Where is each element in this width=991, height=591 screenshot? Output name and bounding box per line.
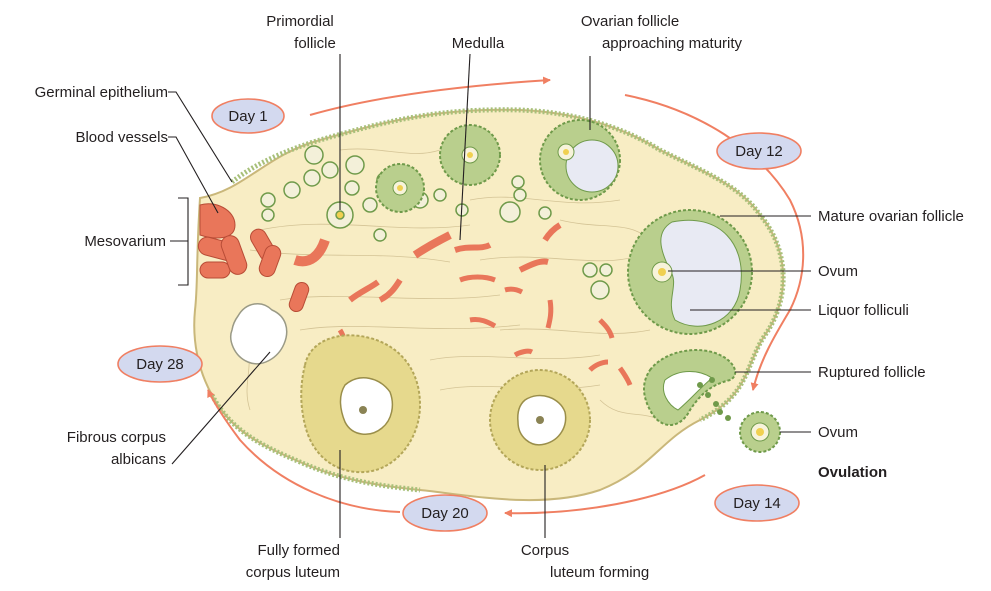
released-ovum	[740, 412, 780, 452]
ovulation-label: Ovulation	[818, 464, 887, 481]
day-1-label: Day 1	[228, 108, 267, 125]
ovum-label-1: Ovum	[818, 263, 858, 280]
primordial-follicle-label-1: Primordial	[266, 13, 334, 30]
germinal-epithelium-label: Germinal epithelium	[35, 84, 168, 101]
mature-ovarian-follicle	[628, 210, 752, 334]
corpus-forming-label-1: Corpus	[521, 542, 569, 559]
ruptured-follicle-label: Ruptured follicle	[818, 364, 926, 381]
ovum-label-2: Ovum	[818, 424, 858, 441]
day-20-badge: Day 20	[403, 495, 487, 531]
day-28-badge: Day 28	[118, 346, 202, 382]
liquor-folliculi-label: Liquor folliculi	[818, 302, 909, 319]
day-12-label: Day 12	[735, 143, 783, 160]
medulla-label: Medulla	[452, 35, 505, 52]
day-14-label: Day 14	[733, 495, 781, 512]
day-1-badge: Day 1	[212, 99, 284, 133]
primordial-follicle-label-2: follicle	[294, 35, 336, 52]
follicle-approaching-maturity	[540, 120, 620, 200]
fully-formed-label-2: corpus luteum	[246, 564, 340, 581]
ovarian-follicle-label-1: Ovarian follicle	[581, 13, 679, 30]
day-20-label: Day 20	[421, 505, 469, 522]
mature-follicle-label: Mature ovarian follicle	[818, 208, 964, 225]
corpus-forming-label-2: luteum forming	[550, 564, 649, 581]
corpus-luteum-forming	[490, 370, 590, 470]
day-28-label: Day 28	[136, 356, 184, 373]
day-12-badge: Day 12	[717, 133, 801, 169]
day-14-badge: Day 14	[715, 485, 799, 521]
fully-formed-label-1: Fully formed	[257, 542, 340, 559]
fully-formed-corpus-luteum	[301, 335, 420, 472]
ovarian-follicle-label-2: approaching maturity	[602, 35, 743, 52]
fibrous-corpus-albicans-label-2: albicans	[111, 451, 166, 468]
blood-vessels-label: Blood vessels	[75, 129, 168, 146]
mesovarium-label: Mesovarium	[84, 233, 166, 250]
fibrous-corpus-albicans-label-1: Fibrous corpus	[67, 429, 166, 446]
